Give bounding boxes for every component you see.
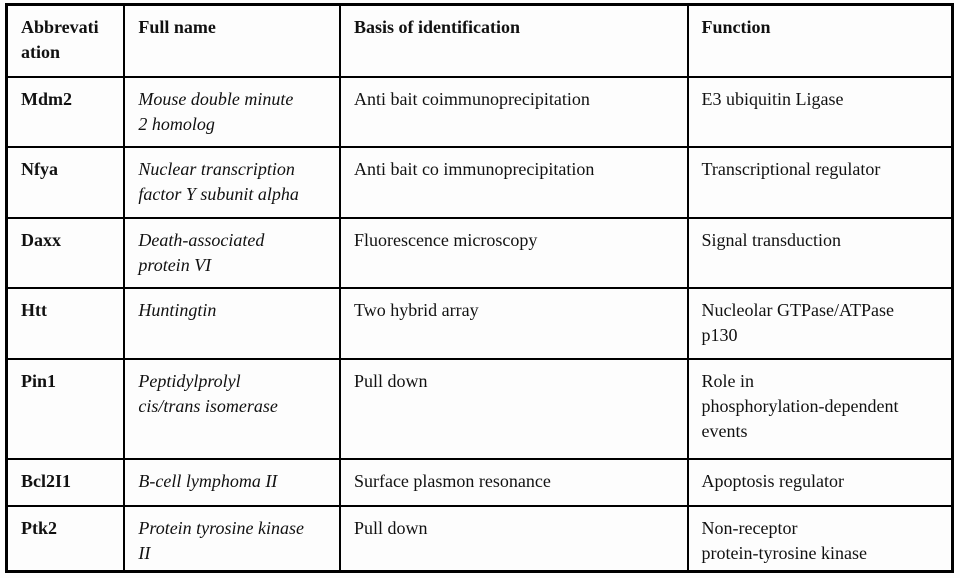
cell-full-name: B-cell lymphoma II	[123, 457, 341, 507]
header-function: Function	[686, 3, 954, 78]
cell-basis: Anti bait co immunoprecipitation	[338, 145, 689, 219]
cell-abbreviation: Nfya	[5, 145, 126, 219]
table-row: Mdm2 Mouse double minute 2 homolog Anti …	[5, 75, 954, 148]
header-basis-of-identification: Basis of identification	[338, 3, 689, 78]
cell-basis: Pull down	[338, 357, 689, 460]
cell-basis: Pull down	[338, 504, 689, 572]
cell-function: Signal transduction	[686, 216, 954, 289]
cell-basis: Surface plasmon resonance	[338, 457, 689, 507]
table-row: Pin1 Peptidylprolyl cis/trans isomerase …	[5, 357, 954, 460]
cell-basis: Fluorescence microscopy	[338, 216, 689, 289]
cell-function: Transcriptional regulator	[686, 145, 954, 219]
cell-abbreviation: Daxx	[5, 216, 126, 289]
table-row: Ptk2 Protein tyrosine kinase II Pull dow…	[5, 504, 954, 572]
header-abbreviation: Abbrevati ation	[5, 3, 126, 78]
protein-interaction-table: Abbrevati ation Full name Basis of ident…	[5, 3, 954, 573]
table-row: Htt Huntingtin Two hybrid array Nucleola…	[5, 286, 954, 360]
header-row: Abbrevati ation Full name Basis of ident…	[5, 3, 954, 78]
cell-basis: Anti bait coimmunoprecipitation	[338, 75, 689, 148]
cell-function: Non-receptor protein-tyrosine kinase	[686, 504, 954, 572]
cell-full-name: Huntingtin	[123, 286, 341, 360]
cell-function: Nucleolar GTPase/ATPase p130	[686, 286, 954, 360]
cell-full-name: Mouse double minute 2 homolog	[123, 75, 341, 148]
cell-abbreviation: Htt	[5, 286, 126, 360]
header-full-name: Full name	[123, 3, 341, 78]
cell-abbreviation: Ptk2	[5, 504, 126, 572]
cell-full-name: Death-associated protein VI	[123, 216, 341, 289]
cell-abbreviation: Mdm2	[5, 75, 126, 148]
cell-function: Apoptosis regulator	[686, 457, 954, 507]
cell-abbreviation: Pin1	[5, 357, 126, 460]
cell-basis: Two hybrid array	[338, 286, 689, 360]
table-row: Bcl2I1 B-cell lymphoma II Surface plasmo…	[5, 457, 954, 507]
cell-function: Role in phosphorylation-dependent events	[686, 357, 954, 460]
cell-full-name: Peptidylprolyl cis/trans isomerase	[123, 357, 341, 460]
cell-full-name: Nuclear transcription factor Y subunit a…	[123, 145, 341, 219]
cell-full-name: Protein tyrosine kinase II	[123, 504, 341, 572]
cell-function: E3 ubiquitin Ligase	[686, 75, 954, 148]
cell-abbreviation: Bcl2I1	[5, 457, 126, 507]
table-row: Daxx Death-associated protein VI Fluores…	[5, 216, 954, 289]
table-row: Nfya Nuclear transcription factor Y subu…	[5, 145, 954, 219]
